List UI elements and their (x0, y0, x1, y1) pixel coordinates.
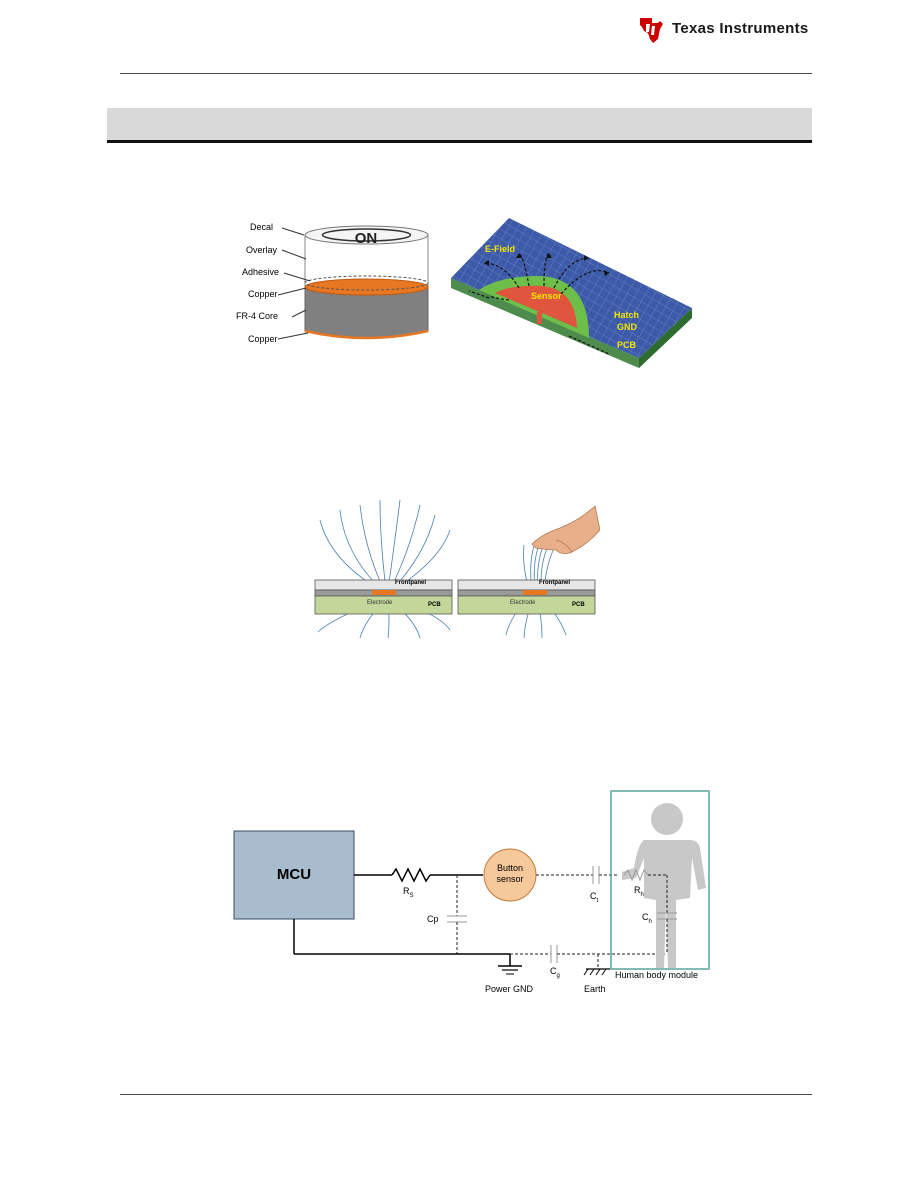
ct-label: Ct (590, 891, 598, 904)
rs-label: RS (403, 886, 414, 899)
header-rule (120, 73, 812, 74)
ti-logo-icon (640, 18, 663, 43)
left-frontpanel-label: Frontpanel (395, 580, 426, 586)
right-pcb-label: PCB (572, 602, 585, 608)
pcb-field-figure: E-Field Sensor Hatch GND PCB (449, 218, 694, 368)
field-lines-figure: Frontpanel Electrode PCB Frontpanel Elec… (310, 499, 601, 640)
left-pcb-label: PCB (428, 602, 441, 608)
layer-label-overlay: Overlay (246, 245, 278, 255)
cp-label: Cp (427, 914, 439, 924)
button-sensor-line1: Button (496, 863, 524, 873)
left-electrode-label: Electrode (367, 600, 393, 606)
earth-label: Earth (584, 984, 606, 994)
rh-text: R (634, 885, 641, 895)
section-rule (107, 140, 812, 143)
human-body-module-label: Human body module (615, 970, 699, 980)
efield-label: E-Field (485, 244, 516, 254)
layer-label-decal: Decal (250, 222, 274, 232)
stackup-cylinder (277, 225, 429, 340)
layer-label-copper-top: Copper (248, 289, 278, 299)
sensor-label: Sensor (531, 291, 562, 301)
cg-text: C (550, 966, 557, 976)
finger-icon (531, 505, 601, 554)
circuit-diagram (233, 790, 710, 976)
gnd-label: GND (617, 322, 637, 332)
ch-subscript: h (648, 918, 652, 925)
pcb-label: PCB (617, 340, 637, 350)
button-sensor-line2: sensor (496, 874, 524, 884)
stackup-figure: Decal Overlay Adhesive Copper FR-4 Core … (236, 215, 440, 350)
left-field-lines (317, 499, 451, 639)
ch-label: Ch (642, 912, 652, 925)
right-frontpanel-label: Frontpanel (539, 580, 570, 586)
section-title-band (107, 108, 812, 140)
pcb-3d-illustration (451, 218, 692, 368)
power-gnd-label: Power GND (485, 984, 534, 994)
button-sensor-label: Button sensor (484, 863, 536, 885)
ct-subscript: t (596, 897, 599, 904)
ct-text: C (590, 891, 597, 901)
hatch-label: Hatch (614, 310, 640, 320)
rh-subscript: h (640, 891, 644, 898)
field-lines-illustration (314, 499, 601, 639)
circuit-figure: MCU Button sensor RS Cp Ct Rh Ch Cg Powe… (230, 788, 720, 1013)
human-silhouette-icon (622, 803, 706, 968)
mcu-label: MCU (276, 866, 312, 883)
ch-text: C (642, 912, 649, 922)
decal-text: ON (354, 230, 378, 247)
rs-text: R (403, 886, 410, 896)
rh-label: Rh (634, 885, 644, 898)
cg-label: Cg (550, 966, 560, 979)
layer-label-copper-bottom: Copper (248, 334, 278, 344)
rs-subscript: S (409, 892, 414, 899)
layer-label-adhesive: Adhesive (242, 267, 280, 277)
cg-subscript: g (556, 972, 560, 979)
right-electrode-label: Electrode (510, 600, 536, 606)
footer-rule (120, 1094, 812, 1095)
layer-label-fr4: FR-4 Core (236, 311, 279, 321)
brand-name: Texas Instruments (672, 20, 809, 37)
